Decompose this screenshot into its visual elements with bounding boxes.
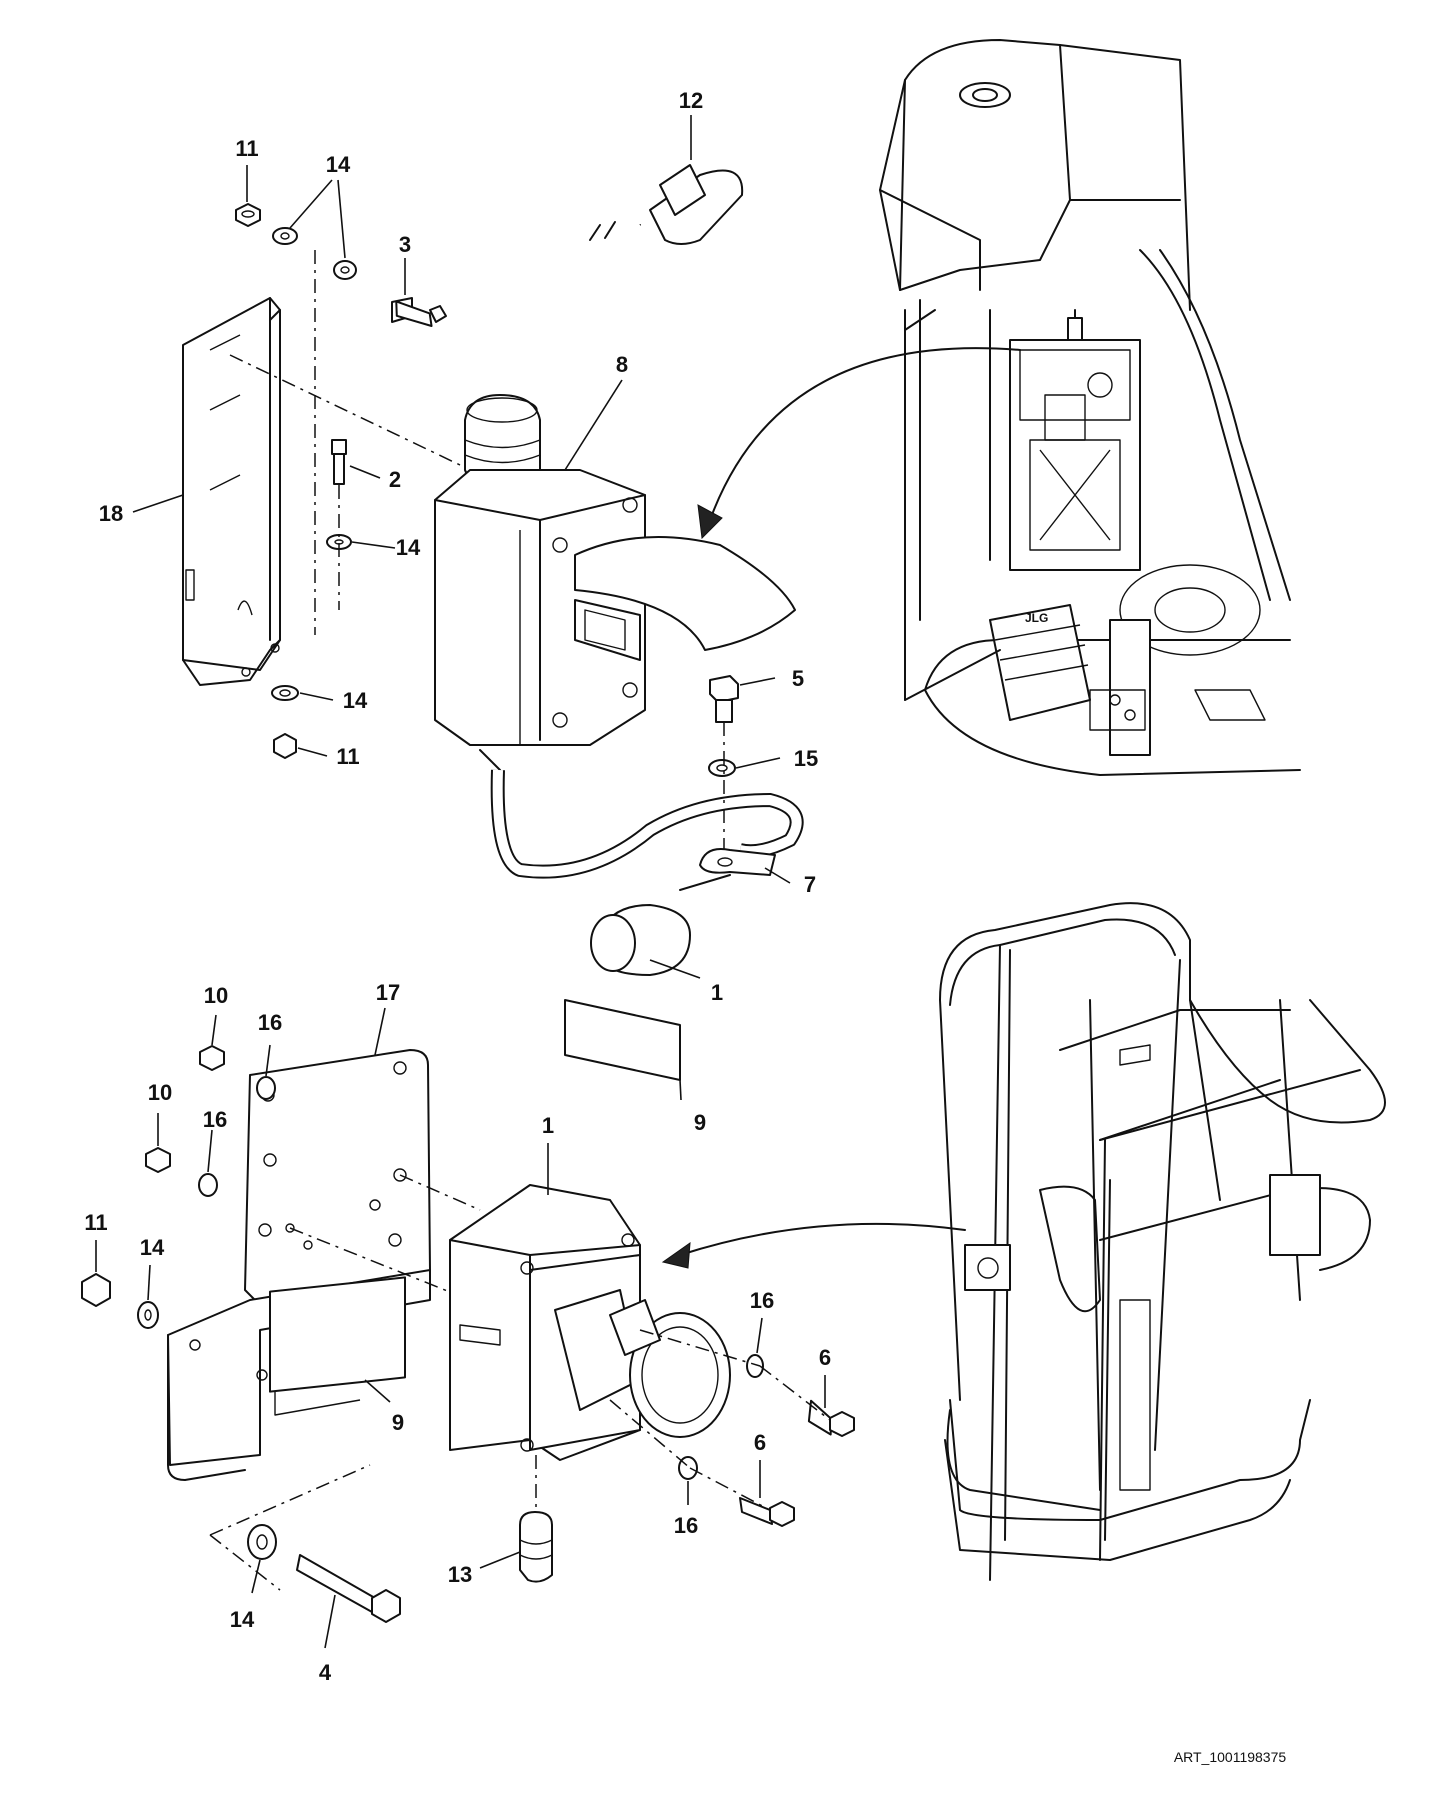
nut-10-b: [145, 1147, 171, 1173]
bolt-3: [391, 297, 447, 327]
clamp-7: [699, 848, 776, 876]
callout-6: 6: [819, 1345, 831, 1370]
callout-11: 11: [336, 744, 359, 769]
callout-9: 9: [392, 1410, 404, 1435]
nut-10-a: [199, 1045, 225, 1071]
callout-4: 4: [319, 1660, 332, 1685]
inlet-housing-8: [434, 164, 804, 879]
cable-gland-13: [519, 1511, 553, 1583]
callout-13: 13: [448, 1562, 472, 1587]
callout-16: 16: [203, 1107, 227, 1132]
callout-16: 16: [258, 1010, 282, 1035]
platform-basket-illustration: [939, 902, 1386, 1581]
washer-14-bot-b: [247, 1524, 277, 1560]
socket-box-1: [449, 1184, 731, 1461]
callout-14: 14: [396, 535, 421, 560]
washer-14-low: [271, 685, 299, 701]
callout-18: 18: [99, 501, 123, 526]
plug-1-top: [590, 874, 731, 976]
callout-12: 12: [679, 88, 703, 113]
callout-5: 5: [792, 666, 804, 691]
bolt-6-a: [807, 1399, 855, 1437]
callout-14: 14: [230, 1607, 255, 1632]
curved-arrow-icon: [697, 347, 1021, 540]
art-id-label: ART_1001198375: [1174, 1749, 1287, 1765]
washer-16-a: [256, 1076, 276, 1100]
callout-1: 1: [542, 1113, 554, 1138]
jlg-label: JLG: [1025, 611, 1048, 625]
callout-1: 1: [711, 980, 723, 1005]
leader-lines: [95, 115, 826, 1649]
callout-7: 7: [804, 872, 816, 897]
washer-16-c: [746, 1354, 764, 1378]
callout-15: 15: [794, 746, 818, 771]
nut-11-bot: [81, 1273, 111, 1307]
washer-16-b: [198, 1173, 218, 1197]
callout-10: 10: [204, 983, 228, 1008]
callout-9: 9: [694, 1110, 706, 1135]
nut-11-top: [235, 203, 261, 227]
callout-16: 16: [674, 1513, 698, 1538]
mounting-plate-17: [167, 1049, 431, 1481]
curved-arrow-icon: [661, 1222, 966, 1269]
callout-6: 6: [754, 1430, 766, 1455]
bolt-5: [709, 675, 739, 723]
bolt-2: [331, 439, 347, 485]
washer-15: [708, 759, 736, 777]
machine-base-illustration: [879, 39, 1301, 776]
bolt-4: [296, 1554, 401, 1623]
bracket-18: [182, 297, 281, 686]
washer-14-top-b: [333, 260, 357, 280]
callout-14: 14: [326, 152, 351, 177]
callout-labels: 12 11 14 3 8 18 2 14 14 11 5 15 7 1 10 1…: [84, 88, 831, 1685]
callout-16: 16: [750, 1288, 774, 1313]
callout-2: 2: [389, 467, 401, 492]
decal-9-top: [564, 999, 681, 1081]
washer-14-top-a: [272, 227, 298, 245]
callout-11: 11: [84, 1210, 107, 1235]
callout-10: 10: [148, 1080, 172, 1105]
callout-14: 14: [140, 1235, 165, 1260]
callout-8: 8: [616, 352, 628, 377]
callout-17: 17: [376, 980, 400, 1005]
bolt-6-b: [739, 1497, 795, 1527]
nut-11-low: [273, 733, 297, 759]
washer-14-bot-a: [137, 1301, 159, 1329]
callout-3: 3: [399, 232, 411, 257]
callout-14: 14: [343, 688, 368, 713]
callout-11: 11: [235, 136, 258, 161]
